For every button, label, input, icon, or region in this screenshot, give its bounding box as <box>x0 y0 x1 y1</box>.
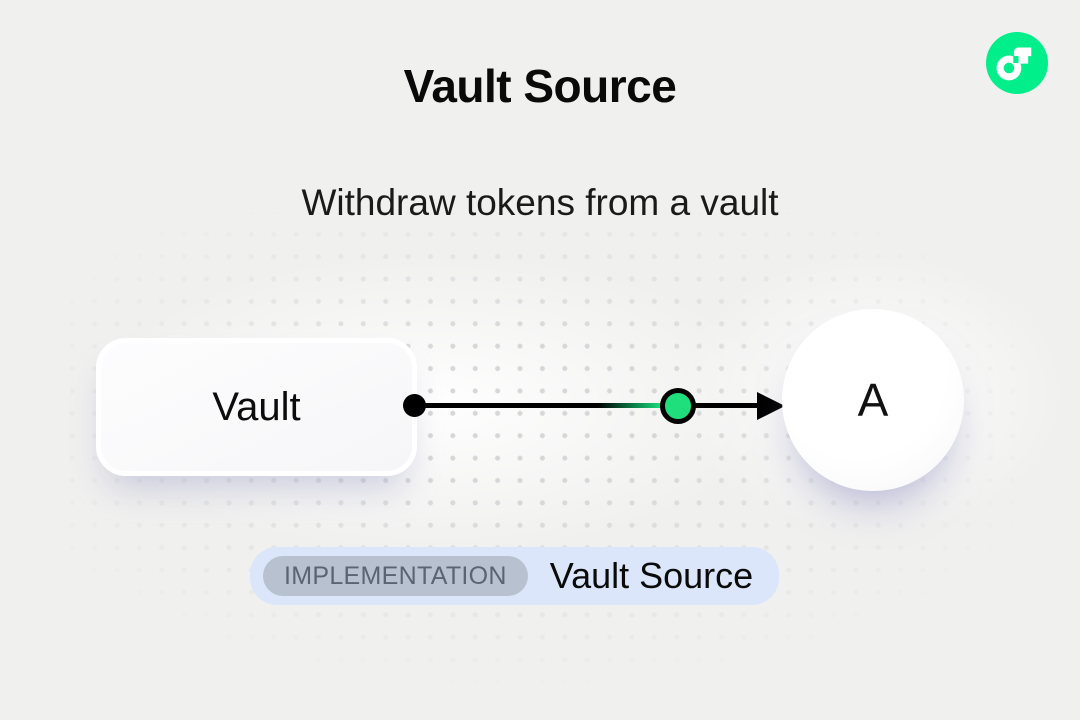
token-node-icon <box>660 388 696 424</box>
vault-node: Vault <box>96 338 417 476</box>
vault-node-label: Vault <box>212 384 301 429</box>
edge-green-gradient <box>598 403 662 408</box>
implementation-tag: IMPLEMENTATION <box>263 556 528 596</box>
badge-label: Vault Source <box>549 555 754 596</box>
edge-line <box>415 403 761 408</box>
page-subtitle: Withdraw tokens from a vault <box>301 182 779 223</box>
page-title: Vault Source <box>403 60 677 112</box>
account-node: A <box>782 309 964 491</box>
flow-logo-icon <box>986 32 1048 94</box>
account-node-label: A <box>857 374 889 426</box>
arrowhead-icon <box>757 392 785 420</box>
edge-start-dot-icon <box>403 394 426 417</box>
implementation-badge: IMPLEMENTATION Vault Source <box>250 547 780 605</box>
